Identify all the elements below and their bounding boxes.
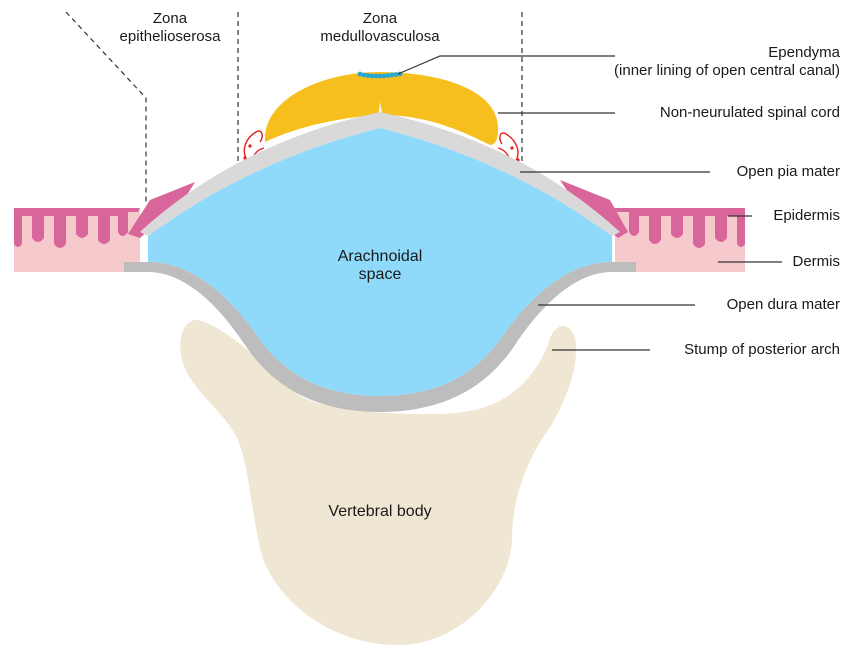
label-arachnoidal-space: Arachnoidal space: [300, 248, 460, 284]
label-zona-epithelioserosa-line1: Zona: [100, 10, 240, 28]
label-arachnoidal-line2: space: [300, 266, 460, 284]
label-zona-medullovasculosa-line2: medullovasculosa: [300, 28, 460, 46]
label-zona-medullovasculosa: Zona medullovasculosa: [300, 10, 460, 46]
label-epidermis: Epidermis: [720, 207, 840, 225]
label-stump: Stump of posterior arch: [600, 341, 840, 359]
label-dermis: Dermis: [720, 253, 840, 271]
label-zona-medullovasculosa-line1: Zona: [300, 10, 460, 28]
label-zona-epithelioserosa: Zona epithelioserosa: [100, 10, 240, 46]
label-ependyma-line2: (inner lining of open central canal): [560, 62, 840, 80]
label-zona-epithelioserosa-line2: epithelioserosa: [100, 28, 240, 46]
label-non-neurulated: Non-neurulated spinal cord: [600, 104, 840, 122]
label-vertebral-body: Vertebral body: [300, 503, 460, 521]
label-ependyma-line1: Ependyma: [560, 44, 840, 62]
label-arachnoidal-line1: Arachnoidal: [300, 248, 460, 266]
label-open-dura: Open dura mater: [640, 296, 840, 314]
label-ependyma: Ependyma (inner lining of open central c…: [560, 44, 840, 80]
label-open-pia: Open pia mater: [660, 163, 840, 181]
